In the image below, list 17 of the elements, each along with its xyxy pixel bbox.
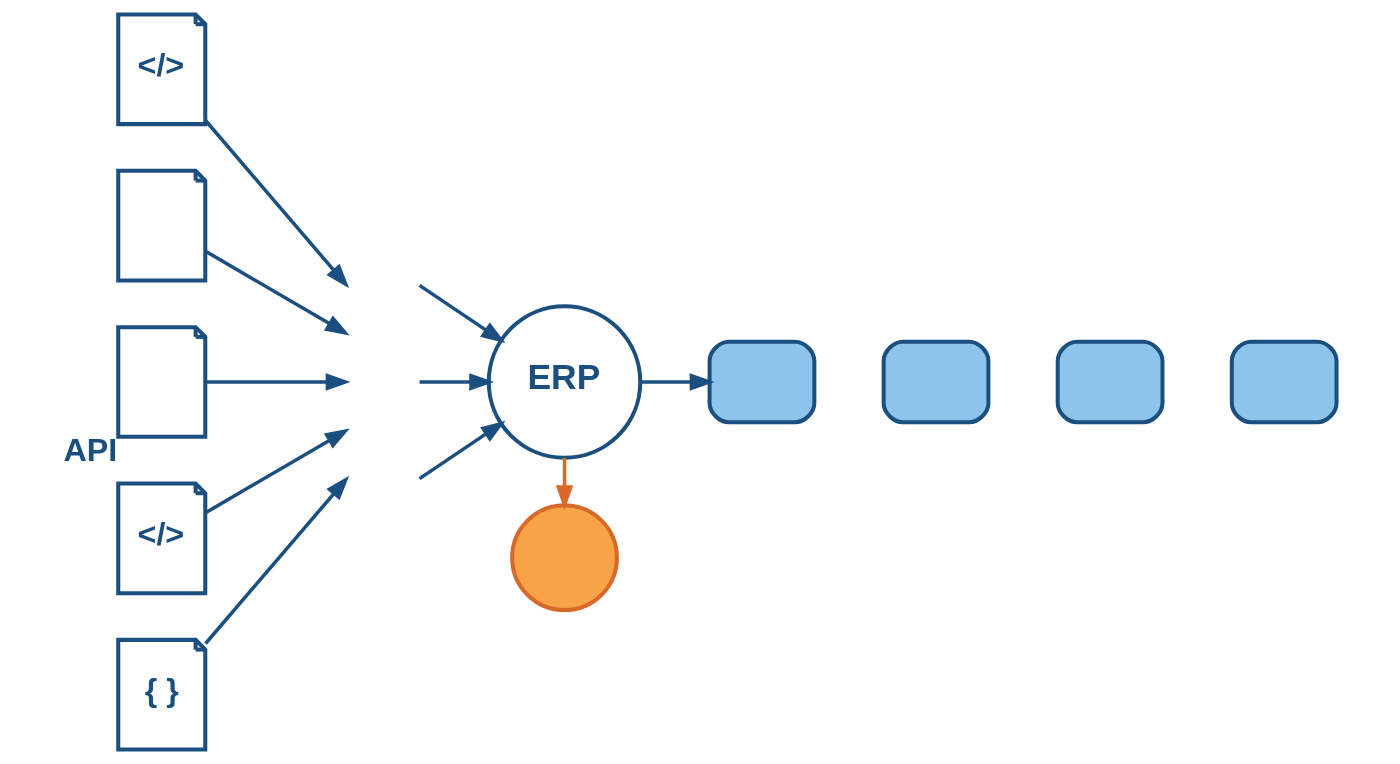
arrow (640, 373, 715, 391)
arrow (418, 283, 506, 344)
node-label: API (63, 431, 118, 468)
arrow (204, 475, 350, 645)
node-box (707, 339, 817, 425)
arrow (555, 457, 574, 511)
arrow (204, 428, 350, 515)
arrow (418, 420, 506, 481)
arrow (419, 373, 495, 391)
node-circle (510, 503, 619, 613)
arrow (204, 119, 350, 289)
arrow (204, 249, 350, 336)
node-box (1229, 339, 1339, 425)
node-circle: ERP (486, 304, 643, 460)
node-box (1055, 339, 1165, 425)
arrow (205, 373, 351, 391)
node-box (881, 339, 991, 425)
